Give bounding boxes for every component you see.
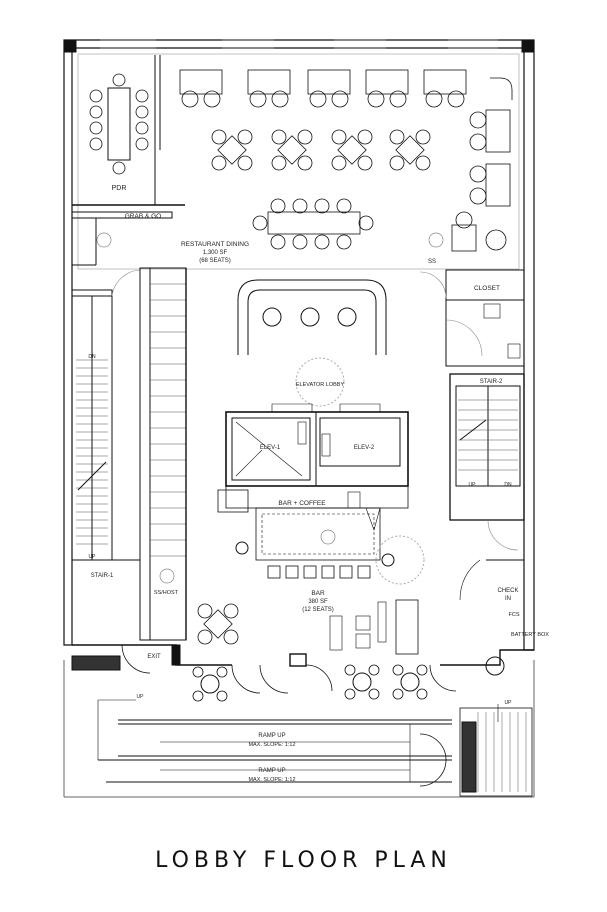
- restroom-closet: [419, 232, 525, 367]
- label-ss-top: SS: [428, 259, 436, 265]
- label-bar-seats: (12 SEATS): [302, 607, 334, 613]
- label-ramp2: RAMP UP: [258, 768, 285, 774]
- label-closet: CLOSET: [474, 285, 500, 292]
- pdr-room: [72, 55, 185, 206]
- label-restaurant-sf: 1,300 SF: [203, 250, 228, 256]
- label-restaurant: RESTAURANT DINING: [181, 241, 249, 248]
- label-fcs: FCS: [509, 612, 520, 618]
- label-pdr: PDR: [112, 185, 127, 192]
- label-ramp-up-left: UP: [137, 694, 145, 700]
- bar-counter: [217, 489, 425, 585]
- central-stair: [139, 267, 187, 641]
- label-stair1: STAIR-1: [91, 573, 114, 579]
- label-bar: BAR: [311, 590, 325, 597]
- communal-table: [252, 198, 374, 250]
- label-elevator-lobby: ELEVATOR LOBBY: [296, 382, 345, 388]
- four-top-tables: [197, 129, 431, 645]
- label-elev1: ELEV-1: [260, 445, 281, 451]
- grab-go-counter: [71, 211, 173, 266]
- label-bar-coffee: BAR + COFFEE: [278, 500, 326, 507]
- page-title: LOBBY FLOOR PLAN: [155, 848, 452, 873]
- label-elev2: ELEV-2: [354, 445, 375, 451]
- curved-banquette: [237, 279, 387, 407]
- label-bar-sf: 380 SF: [308, 599, 328, 605]
- label-ramp1: RAMP UP: [258, 733, 285, 739]
- plan-labels: PDR GRAB & GO RESTAURANT DINING 1,300 SF…: [88, 185, 549, 783]
- label-ramp2-slope: MAX. SLOPE: 1:12: [248, 777, 295, 783]
- exterior-walls: [63, 38, 535, 651]
- elevator-core: [225, 403, 409, 509]
- planters: [71, 655, 477, 793]
- label-grab-go: GRAB & GO: [125, 213, 161, 220]
- label-stair2: STAIR-2: [480, 379, 503, 385]
- check-in: [159, 530, 525, 676]
- label-stair1-up: UP: [89, 554, 97, 560]
- label-stair2-up: UP: [469, 482, 477, 488]
- stair-1: [71, 269, 141, 561]
- label-check: CHECK: [497, 588, 518, 594]
- label-ramp1-slope: MAX. SLOPE: 1:12: [248, 742, 295, 748]
- label-exit: EXIT: [147, 654, 161, 660]
- site-ramps: [63, 660, 535, 798]
- front-facade: [72, 644, 534, 702]
- label-ramp-up-right: UP: [505, 700, 513, 706]
- stair-2: [449, 373, 525, 551]
- label-restaurant-seats: (68 SEATS): [199, 258, 231, 264]
- booth-seating-top: [179, 69, 513, 252]
- label-stair2-dn: DN: [504, 482, 512, 488]
- label-battery: BATTERY BOX: [511, 632, 549, 638]
- label-check-in: IN: [505, 596, 511, 602]
- label-stair1-dn: DN: [88, 354, 96, 360]
- label-ss-host: SS/HOST: [154, 590, 179, 596]
